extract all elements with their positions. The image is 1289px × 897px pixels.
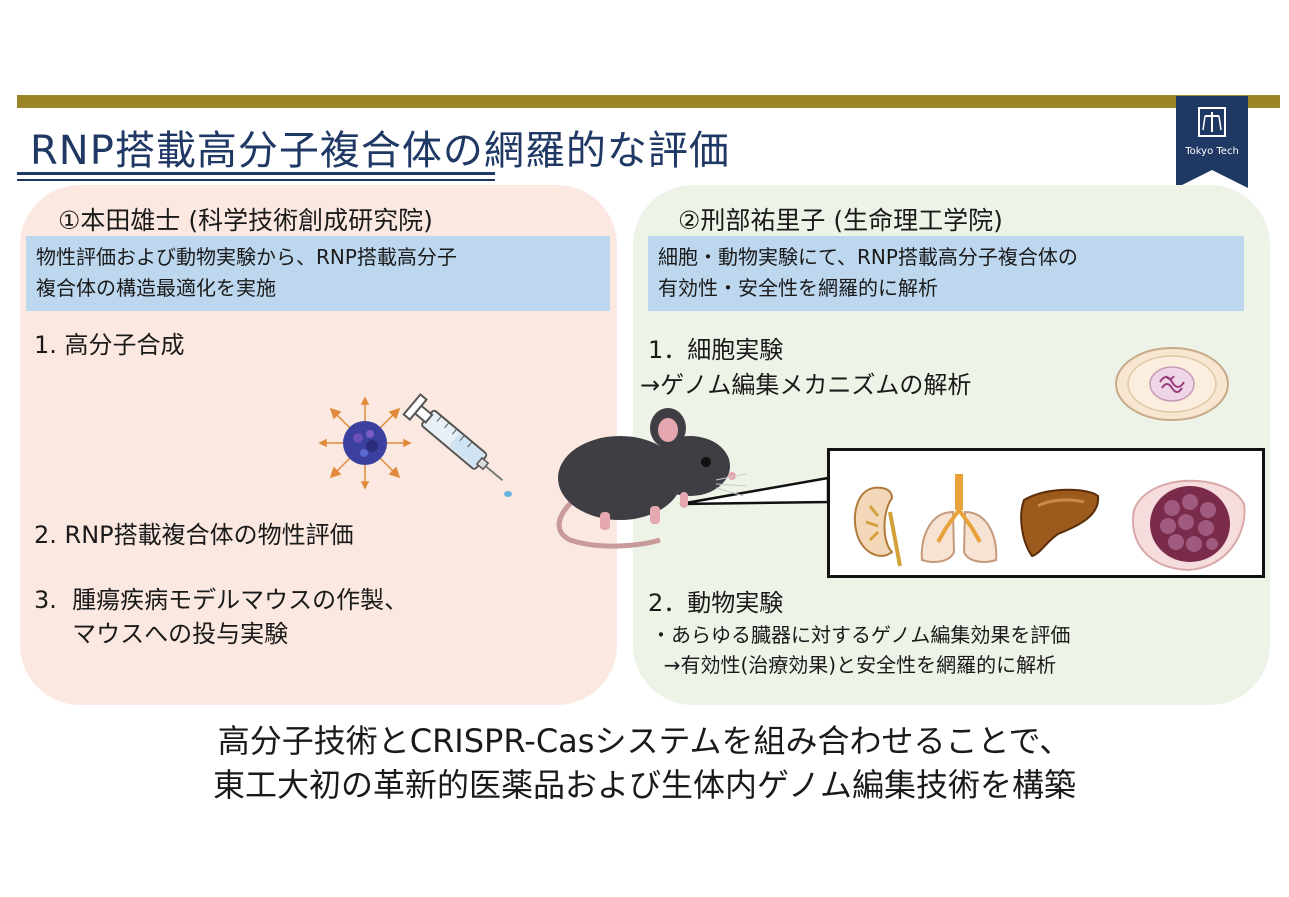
left-item-2: 2. RNP搭載複合体の物性評価 (34, 521, 354, 549)
syringe-icon (402, 393, 512, 497)
footer-line-2: 東工大初の革新的医薬品および生体内ゲノム編集技術を構築 (212, 766, 1077, 804)
left-summary-line1: 物性評価および動物実験から、RNP搭載高分子 (36, 245, 457, 269)
right-item-1: 1．細胞実験 (648, 336, 784, 364)
left-summary-line2: 複合体の構造最適化を実施 (36, 276, 276, 300)
kidney-icon (853, 486, 902, 567)
page-title: RNP搭載高分子複合体の網羅的な評価 (30, 128, 730, 174)
tumor-icon (1132, 479, 1246, 572)
nanoparticle-icon (318, 396, 412, 490)
mouse-icon (556, 408, 747, 549)
footer-line-1: 高分子技術とCRISPR-Casシステムを組み合わせることで、 (217, 722, 1072, 760)
right-summary-line1: 細胞・動物実験にて、RNP搭載高分子複合体の (658, 245, 1078, 269)
left-summary-box: 物性評価および動物実験から、RNP搭載高分子 複合体の構造最適化を実施 (26, 236, 610, 311)
right-bullet-2: →有効性(治療効果)と安全性を網羅的に解析 (651, 653, 1057, 677)
lungs-icon (920, 474, 998, 563)
left-item-3: 3. 腫瘍疾病モデルマウスの作製、 (34, 586, 409, 614)
right-item-2: 2．動物実験 (648, 589, 784, 617)
right-panel-title: ②刑部祐里子 (生命理工学院) (678, 206, 1003, 235)
right-summary-line2: 有効性・安全性を網羅的に解析 (658, 276, 938, 300)
left-item-3-cont: マウスへの投与実験 (34, 620, 289, 648)
tokyo-tech-logo: Tokyo Tech (1176, 96, 1248, 188)
left-item-1: 1. 高分子合成 (34, 331, 185, 359)
right-bullet-1: ・あらゆる臓器に対するゲノム編集効果を評価 (651, 623, 1071, 647)
title-underline (17, 172, 495, 175)
liver-icon (1020, 488, 1100, 558)
left-panel-title: ①本田雄士 (科学技術創成研究院) (58, 206, 433, 235)
logo-text: Tokyo Tech (1185, 146, 1239, 157)
top-accent-bar (17, 95, 1280, 108)
petri-dish-icon (1115, 347, 1229, 421)
logo-badge-icon (1176, 96, 1248, 188)
right-summary-box: 細胞・動物実験にて、RNP搭載高分子複合体の 有効性・安全性を網羅的に解析 (648, 236, 1244, 311)
title-underline-double (17, 179, 495, 181)
right-item-1-sub: →ゲノム編集メカニズムの解析 (640, 371, 972, 399)
